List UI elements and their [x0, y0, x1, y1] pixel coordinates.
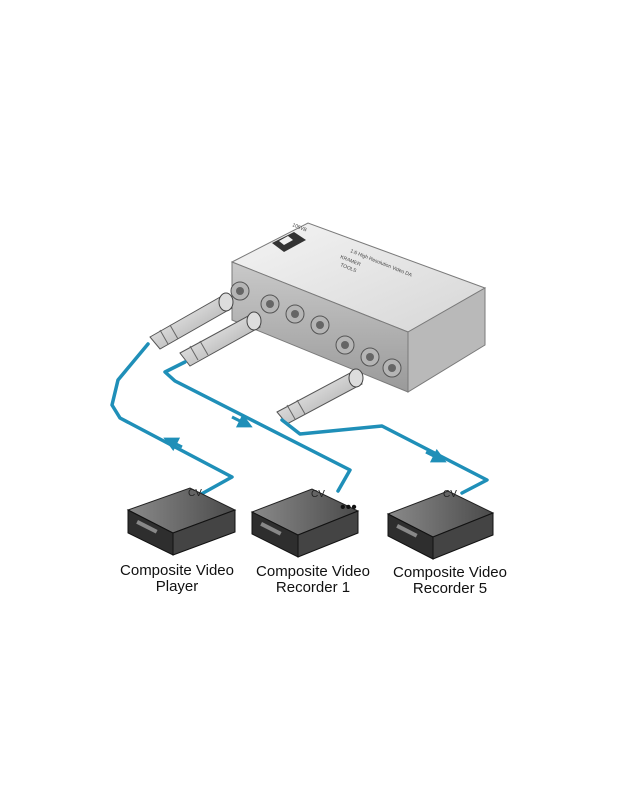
- cable-output1-to-recorder1: [163, 360, 352, 493]
- signal-arrow-player: [163, 437, 183, 452]
- cable-player-to-input: [110, 342, 234, 499]
- composite-video-recorder-5: [386, 490, 495, 560]
- cv-label-player: CV: [188, 488, 202, 499]
- cv-label-recorder1: CV: [311, 489, 325, 500]
- composite-video-player: [126, 487, 237, 556]
- signal-arrow-recorder1: [231, 413, 253, 428]
- bnc-output-connector-5[interactable]: [360, 347, 380, 367]
- bnc-output-connector-6[interactable]: [382, 358, 402, 378]
- bnc-plug-output-5: [276, 368, 364, 425]
- caption-player: Composite Video Player: [120, 562, 234, 595]
- cable-output5-to-recorder5: [280, 418, 489, 495]
- cv-label-recorder5: CV: [443, 489, 457, 500]
- caption-recorder-5: Composite Video Recorder 5: [393, 564, 507, 597]
- bnc-output-connector-2[interactable]: [285, 304, 305, 324]
- signal-arrow-recorder5: [425, 448, 447, 463]
- bnc-input-connector[interactable]: [230, 281, 250, 301]
- caption-recorder-1: Composite Video Recorder 1: [256, 563, 370, 596]
- device-model-number: 105VB: [291, 222, 308, 233]
- more-recorders-ellipsis: •••: [340, 499, 357, 516]
- bnc-output-connector-3[interactable]: [310, 315, 330, 335]
- bnc-plug-input: [149, 292, 234, 350]
- video-distribution-amplifier: KRAMER TOOLS 1:6 High Resolution Video D…: [230, 222, 487, 393]
- bnc-output-connector-4[interactable]: [335, 335, 355, 355]
- composite-video-recorder-1: [250, 488, 360, 558]
- bnc-output-connector-1[interactable]: [260, 294, 280, 314]
- device-side-face: [407, 287, 486, 393]
